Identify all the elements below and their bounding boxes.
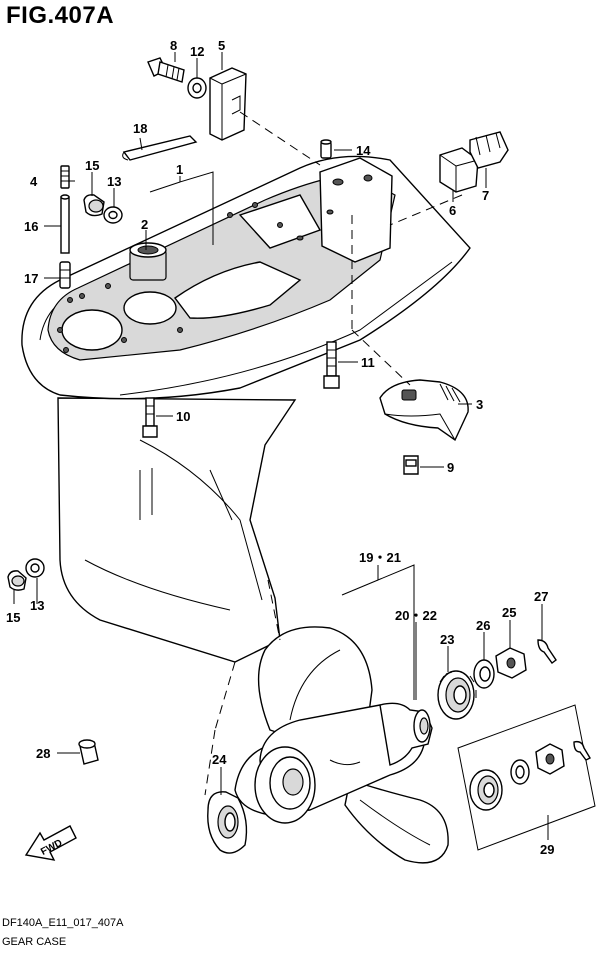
label-part-25: 25 <box>502 605 516 620</box>
label-part-1: 1 <box>176 162 183 177</box>
label-part-29: 29 <box>540 842 554 857</box>
label-part-4: 4 <box>30 174 38 189</box>
pin-part-14 <box>320 139 332 159</box>
label-part-23: 23 <box>440 632 454 647</box>
label-part-20-22: 20・22 <box>395 608 437 623</box>
plug-part-28 <box>78 739 99 765</box>
kit-box-part-29 <box>457 704 596 851</box>
bolt-part-9 <box>403 455 419 475</box>
label-part-8: 8 <box>170 38 177 53</box>
nut-part-25 <box>495 647 527 679</box>
label-part-15-lower: 15 <box>6 610 20 625</box>
figure-title: FIG.407A <box>6 2 115 29</box>
fitting-part-17 <box>59 261 71 289</box>
bolt-part-10 <box>142 397 158 438</box>
fwd-arrow-icon: FWD <box>24 825 77 861</box>
label-part-9: 9 <box>447 460 454 475</box>
label-part-3: 3 <box>476 397 483 412</box>
label-part-24: 24 <box>212 752 227 767</box>
label-part-16: 16 <box>24 219 38 234</box>
label-part-27: 27 <box>534 589 548 604</box>
label-part-13-upper: 13 <box>107 174 121 189</box>
label-part-2: 2 <box>141 217 148 232</box>
label-part-14: 14 <box>356 143 371 158</box>
label-part-13-lower: 13 <box>30 598 44 613</box>
leader-lines <box>13 52 549 840</box>
figure-code: DF140A_E11_017_407A <box>2 917 124 929</box>
bolt-part-11 <box>323 341 340 389</box>
propeller-assembly <box>234 626 449 864</box>
washer-part-13-upper <box>103 206 123 224</box>
label-part-11: 11 <box>361 355 375 370</box>
washer-part-13-lower <box>25 558 45 578</box>
gear-case-housing <box>21 155 471 663</box>
label-part-5: 5 <box>218 38 225 53</box>
bolt-part-8 <box>147 57 185 83</box>
tube-part-16 <box>60 194 70 254</box>
label-part-15-upper: 15 <box>85 158 99 173</box>
label-part-6: 6 <box>449 203 456 218</box>
label-part-7: 7 <box>482 188 489 203</box>
part-number-labels: 8 12 5 18 14 1 6 7 15 13 4 2 16 17 11 10… <box>6 38 554 857</box>
stud-part-4 <box>60 165 70 189</box>
anode-part-5 <box>209 67 247 141</box>
plug-part-15-upper <box>83 194 105 217</box>
cotter-pin-part-27 <box>537 639 557 664</box>
label-part-17: 17 <box>24 271 38 286</box>
figure-name: GEAR CASE <box>2 936 67 948</box>
plug-part-15-lower <box>7 570 27 591</box>
label-part-26: 26 <box>476 618 490 633</box>
trim-tab-part-3 <box>379 379 469 442</box>
label-part-19-21: 19・21 <box>359 550 401 565</box>
label-part-18: 18 <box>133 121 147 136</box>
alignment-lines <box>204 111 463 796</box>
label-part-10: 10 <box>176 409 190 424</box>
washer-part-26 <box>473 659 495 689</box>
label-part-28: 28 <box>36 746 50 761</box>
spacer-part-23 <box>437 670 477 720</box>
clip-part-18 <box>122 135 198 161</box>
thrust-washer-part-24 <box>207 791 248 854</box>
bracket-part-7 <box>469 131 509 169</box>
washer-part-12 <box>187 77 207 99</box>
label-part-12: 12 <box>190 44 204 59</box>
